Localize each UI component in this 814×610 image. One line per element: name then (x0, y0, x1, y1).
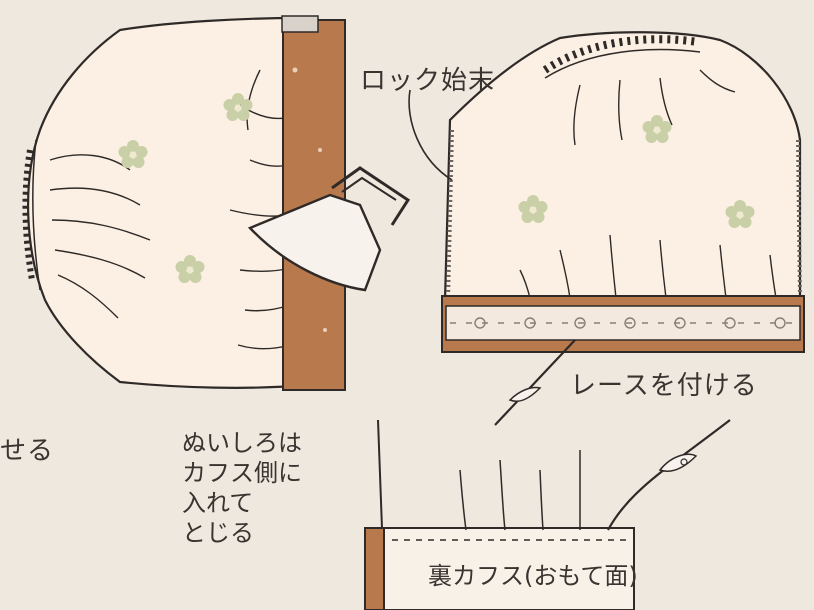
back-cuff-panel (383, 527, 635, 610)
label-attach-lace: レースを付ける (570, 371, 758, 401)
label-seam-allowance-note: ぬいしろは カフス側に 入れて とじる (182, 428, 302, 548)
sewing-needle-icon (494, 339, 576, 426)
label-partial-left: せる (0, 436, 55, 466)
left-sleeve (22, 15, 411, 391)
gathered-top (542, 35, 699, 74)
leader-line-lock (408, 89, 453, 181)
label-back-cuff: 裏カフス(おもて面) (428, 562, 638, 590)
right-sleeve (408, 31, 805, 426)
iron-icon (247, 166, 411, 292)
label-lock-finish: ロック始末 (360, 66, 496, 96)
seam-note-line: 入れて (182, 489, 254, 517)
sewing-needle-icon (607, 419, 731, 531)
seam-note-line: とじる (182, 519, 254, 547)
cuff-closeup (364, 419, 731, 610)
seam-note-line: カフス側に (182, 459, 302, 487)
seam-note-line: ぬいしろは (182, 429, 302, 457)
